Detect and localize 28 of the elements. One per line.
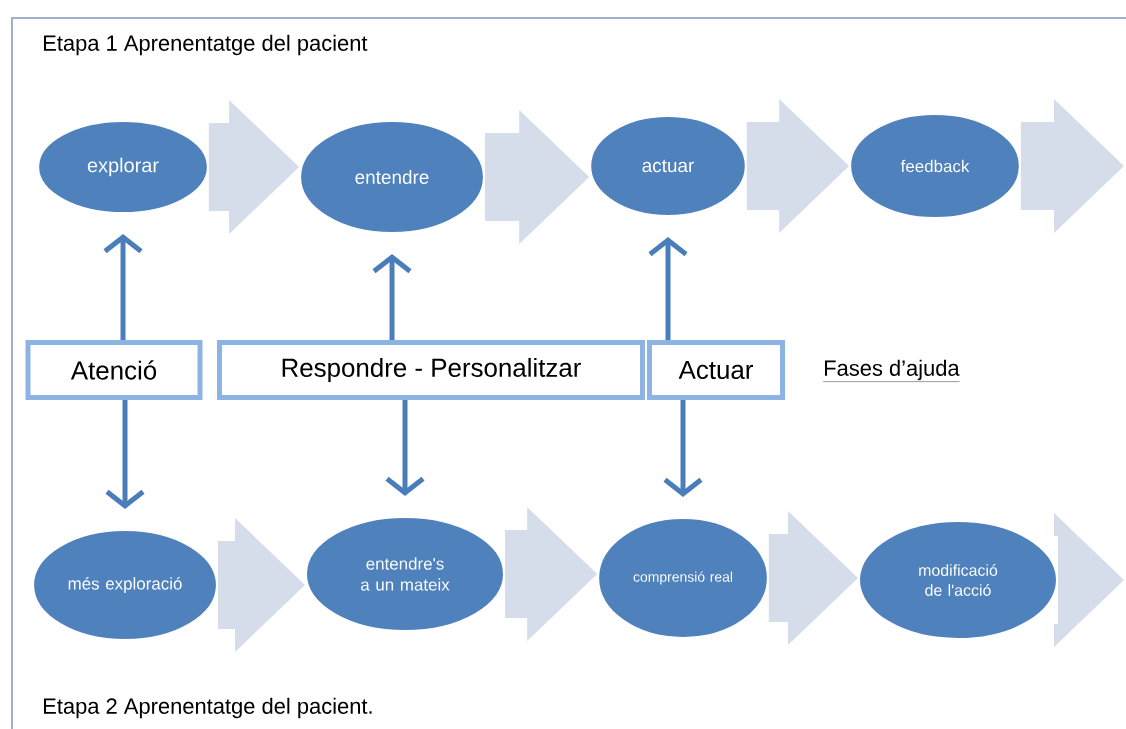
block-arrow [505, 507, 598, 641]
underlined-label: Fases d’ajuda [823, 359, 960, 382]
ellipse-node: més exploració [32, 529, 218, 641]
heading: Etapa 1 Aprenentatge del pacient [44, 34, 368, 56]
ellipse-node: comprensió real [597, 517, 769, 639]
arrow [663, 400, 703, 497]
ellipse-node: entendre's a un mateix [305, 516, 505, 632]
phase-box: Actuar [647, 340, 785, 400]
ellipse-node: modificació de l'acció [858, 520, 1058, 640]
ellipse-node: explorar [37, 120, 209, 214]
arrow [372, 254, 412, 340]
arrow [103, 234, 143, 340]
block-arrow [208, 100, 300, 234]
ellipse-node: actuar [589, 115, 747, 217]
block-arrow [484, 110, 590, 244]
ellipse-node: feedback [849, 113, 1021, 219]
arrow [105, 400, 145, 509]
ellipse-node: entendre [299, 120, 485, 234]
phase-box: Respondre - Personalitzar [217, 340, 645, 400]
block-arrow [768, 511, 858, 645]
arrow [648, 237, 688, 340]
arrow [385, 400, 425, 496]
block-arrow [217, 518, 305, 652]
block-arrow [746, 99, 850, 233]
heading: Etapa 2 Aprenentatge del pacient. [44, 697, 372, 719]
phase-box: Atenció [25, 340, 203, 400]
block-arrow [1020, 99, 1124, 233]
block-arrow [1054, 513, 1124, 647]
